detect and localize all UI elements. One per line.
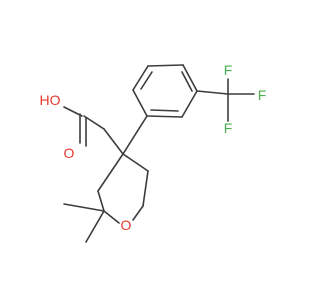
bond-ch2-cq (103, 128, 124, 155)
bond-ar6-ar1 (146, 115, 183, 118)
bond-c-oh (63, 106, 83, 117)
bond-c3-c2 (97, 190, 105, 212)
bond-c2-methyl-b (85, 210, 105, 243)
bond-ar2-ar3 (132, 65, 149, 91)
bond-ar4-ar5 (182, 64, 198, 92)
molecule-diagram: HO O O F F F (40, 62, 267, 243)
bond-c6-c5 (142, 170, 149, 207)
bond-aromatic-inner-a (140, 71, 153, 90)
bond-aromatic-inner-c (150, 109, 179, 112)
hydroxyl-label: HO (40, 92, 61, 108)
fluorine-top-label: F (224, 62, 233, 78)
bond-ar-cf3 (196, 90, 229, 95)
bond-aromatic-inner-b (181, 71, 193, 92)
bond-c2-o (103, 210, 120, 224)
bonds (63, 64, 255, 243)
bond-ar3-ar4 (147, 64, 184, 67)
carbonyl-oxygen-label: O (64, 145, 75, 161)
bond-c2-methyl-a (63, 203, 105, 212)
fluorine-bottom-label: F (224, 120, 233, 136)
ring-oxygen-label: O (121, 217, 132, 233)
fluorine-right-label: F (258, 87, 267, 103)
bond-ar1-ar2 (132, 89, 148, 117)
atom-labels: HO O O F F F (40, 62, 267, 233)
bond-cq-aryl (122, 115, 148, 155)
bond-o-c6 (132, 205, 144, 221)
bond-ar5-ar6 (181, 90, 198, 118)
bond-c-ch2 (83, 115, 105, 130)
bond-c5-cq (122, 153, 149, 172)
bond-cq-c3 (97, 153, 124, 192)
